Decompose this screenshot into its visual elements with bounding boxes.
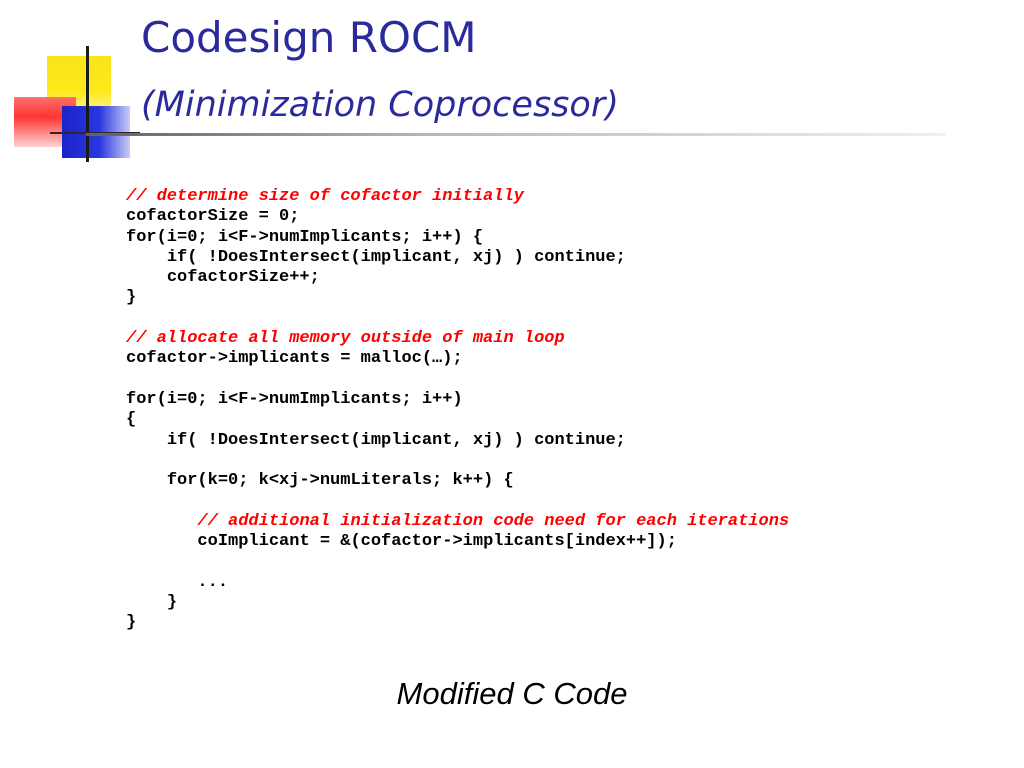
- code-line: cofactorSize = 0;: [126, 207, 789, 227]
- code-text: for(i=0; i<F->numImplicants; i++): [126, 389, 463, 409]
- code-comment-line: // allocate all memory outside of main l…: [126, 329, 789, 349]
- code-comment-line: // additional initialization code need f…: [126, 512, 789, 532]
- code-line: }: [126, 288, 789, 308]
- code-text: // additional initialization code need f…: [197, 511, 790, 531]
- code-text: {: [126, 410, 137, 430]
- code-indent: [126, 431, 167, 450]
- code-blank-line: [126, 552, 789, 572]
- code-line: cofactor->implicants = malloc(…);: [126, 349, 789, 369]
- code-indent: [126, 248, 167, 267]
- slide-subtitle: (Minimization Coprocessor): [141, 85, 619, 125]
- code-text: for(i=0; i<F->numImplicants; i++) {: [126, 227, 484, 247]
- code-text: if( !DoesIntersect(implicant, xj) ) cont…: [166, 247, 626, 267]
- code-text: // determine size of cofactor initially: [126, 187, 524, 206]
- code-text: // allocate all memory outside of main l…: [126, 329, 565, 349]
- code-line: {: [126, 410, 789, 430]
- code-text: }: [166, 592, 178, 612]
- code-line: if( !DoesIntersect(implicant, xj) ) cont…: [126, 248, 789, 268]
- code-text: }: [126, 288, 137, 308]
- code-text: }: [126, 613, 137, 633]
- code-blank-line: [126, 309, 789, 329]
- code-indent: [126, 471, 167, 490]
- title-underline: [86, 133, 946, 136]
- code-text: for(k=0; k<xj->numLiterals; k++) {: [166, 471, 514, 491]
- slide-title: Codesign ROCM: [141, 13, 477, 62]
- code-blank-line: [126, 491, 789, 511]
- code-text: if( !DoesIntersect(implicant, xj) ) cont…: [166, 430, 626, 450]
- code-text: ...: [197, 572, 229, 592]
- code-line: if( !DoesIntersect(implicant, xj) ) cont…: [126, 431, 789, 451]
- logo-vertical-line: [86, 46, 89, 162]
- code-line: }: [126, 593, 789, 613]
- code-line: ...: [126, 573, 789, 593]
- code-text: cofactorSize++;: [166, 268, 320, 288]
- code-indent: [126, 268, 167, 287]
- code-indent: [126, 593, 167, 612]
- code-text: cofactor->implicants = malloc(…);: [126, 349, 463, 369]
- code-line: for(k=0; k<xj->numLiterals; k++) {: [126, 471, 789, 491]
- code-line: for(i=0; i<F->numImplicants; i++) {: [126, 228, 789, 248]
- code-indent: [126, 573, 197, 592]
- code-line: coImplicant = &(cofactor->implicants[ind…: [126, 532, 789, 552]
- code-indent: [126, 512, 197, 531]
- code-text: coImplicant = &(cofactor->implicants[ind…: [197, 532, 677, 552]
- code-text: cofactorSize = 0;: [126, 207, 300, 227]
- code-line: }: [126, 613, 789, 633]
- code-line: for(i=0; i<F->numImplicants; i++): [126, 390, 789, 410]
- code-line: cofactorSize++;: [126, 268, 789, 288]
- code-indent: [126, 532, 197, 551]
- slide-caption: Modified C Code: [396, 676, 628, 711]
- code-comment-line: // determine size of cofactor initially: [126, 187, 789, 207]
- code-blank-line: [126, 451, 789, 471]
- code-blank-line: [126, 370, 789, 390]
